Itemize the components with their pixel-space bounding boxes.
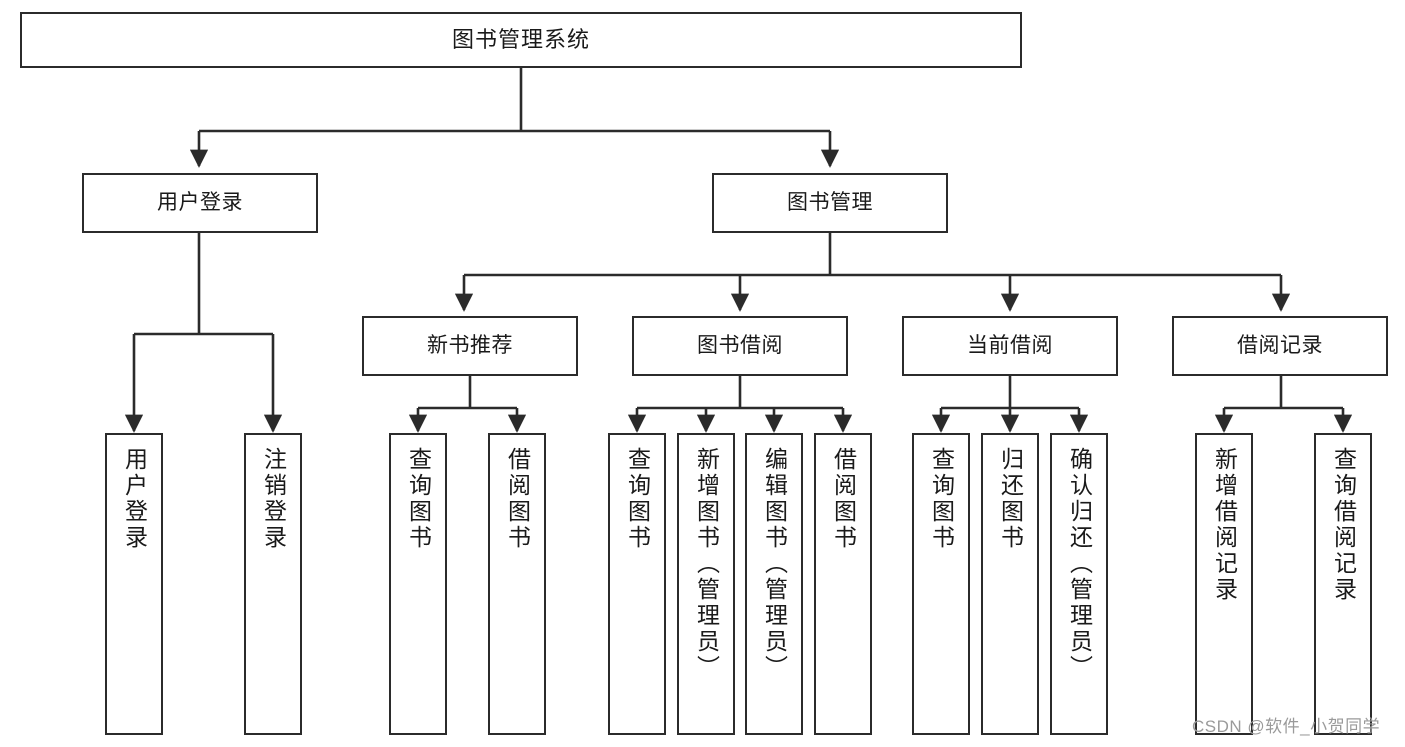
node-leaf-add-record[interactable]: 新增借阅记录	[1195, 433, 1253, 735]
node-label: 归还图书	[997, 447, 1024, 551]
node-label: 新书推荐	[427, 334, 513, 358]
node-label: 图书管理系统	[451, 26, 590, 52]
node-leaf-query-record[interactable]: 查询借阅记录	[1314, 433, 1372, 735]
node-label: 新增借阅记录	[1211, 447, 1238, 603]
node-label: 新增图书（管理员）	[693, 447, 720, 681]
node-leaf-logout[interactable]: 注销登录	[244, 433, 302, 735]
node-label: 注销登录	[260, 447, 287, 551]
node-leaf-edit-book[interactable]: 编辑图书（管理员）	[745, 433, 803, 735]
node-label: 借阅图书	[830, 447, 857, 551]
node-leaf-borrow-book-1[interactable]: 借阅图书	[488, 433, 546, 735]
node-label: 借阅图书	[504, 447, 531, 551]
node-label: 确认归还（管理员）	[1066, 447, 1093, 681]
node-label: 用户登录	[157, 191, 243, 215]
node-label: 图书借阅	[697, 334, 783, 358]
node-new-book-recommend[interactable]: 新书推荐	[362, 316, 578, 376]
node-leaf-query-book-2[interactable]: 查询图书	[608, 433, 666, 735]
node-leaf-confirm-return[interactable]: 确认归还（管理员）	[1050, 433, 1108, 735]
node-leaf-add-book[interactable]: 新增图书（管理员）	[677, 433, 735, 735]
node-label: 编辑图书（管理员）	[761, 447, 788, 681]
node-leaf-user-login[interactable]: 用户登录	[105, 433, 163, 735]
node-leaf-return-book[interactable]: 归还图书	[981, 433, 1039, 735]
node-root-book-management-system[interactable]: 图书管理系统	[20, 12, 1022, 68]
node-label: 图书管理	[787, 191, 873, 215]
node-label: 查询图书	[405, 447, 432, 551]
csdn-watermark: CSDN @软件_小贺同学	[1192, 717, 1381, 736]
node-label: 查询图书	[928, 447, 955, 551]
node-user-login[interactable]: 用户登录	[82, 173, 318, 233]
node-label: 借阅记录	[1237, 334, 1323, 358]
node-label: 查询借阅记录	[1330, 447, 1357, 603]
node-label: 查询图书	[624, 447, 651, 551]
node-book-borrow[interactable]: 图书借阅	[632, 316, 848, 376]
node-leaf-borrow-book-2[interactable]: 借阅图书	[814, 433, 872, 735]
node-leaf-query-book-1[interactable]: 查询图书	[389, 433, 447, 735]
node-current-borrow[interactable]: 当前借阅	[902, 316, 1118, 376]
node-label: 用户登录	[121, 447, 148, 551]
node-book-management[interactable]: 图书管理	[712, 173, 948, 233]
node-leaf-query-book-3[interactable]: 查询图书	[912, 433, 970, 735]
node-borrow-record[interactable]: 借阅记录	[1172, 316, 1388, 376]
node-label: 当前借阅	[967, 334, 1053, 358]
